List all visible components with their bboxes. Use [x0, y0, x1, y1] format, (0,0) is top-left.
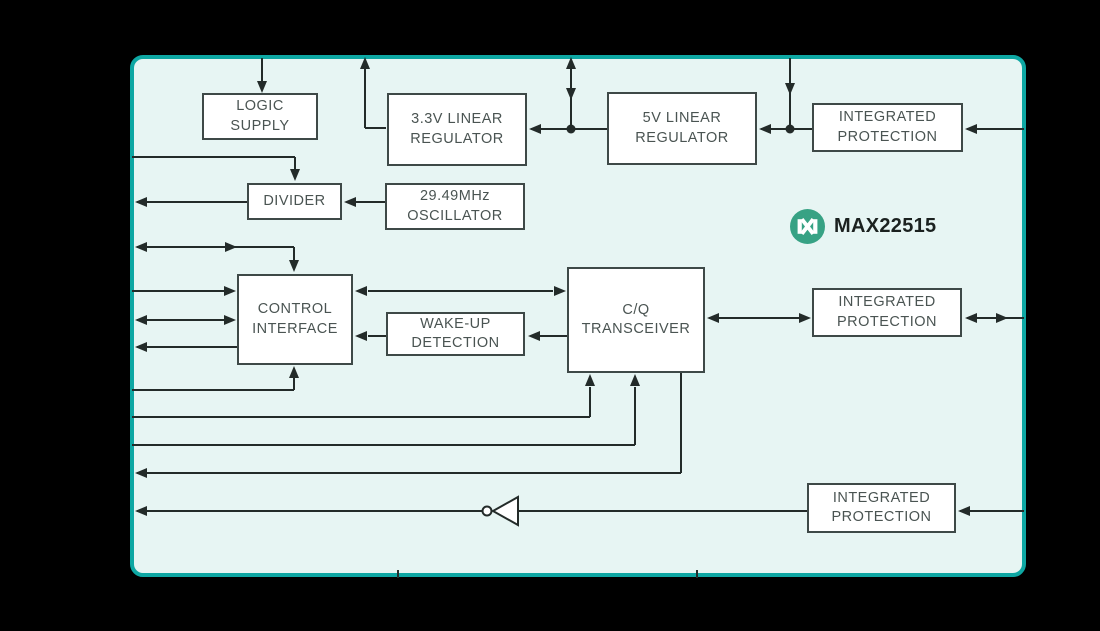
block-label: C/Q TRANSCEIVER — [581, 301, 691, 337]
top-pin-connectors — [257, 57, 795, 129]
part-number: MAX22515 — [834, 215, 937, 237]
block-5v-linear-regulator: 5V LINEAR REGULATOR — [607, 92, 757, 165]
block-control-interface: CONTROL INTERFACE — [237, 274, 353, 365]
block-label: WAKE-UP DETECTION — [411, 315, 500, 351]
block-label: CONTROL INTERFACE — [252, 301, 338, 337]
block-label: INTEGRATED PROTECTION — [837, 109, 938, 145]
block-label: 3.3V LINEAR REGULATOR — [410, 111, 504, 147]
inverter-connector — [135, 495, 807, 527]
block-label: 29.49MHz OSCILLATOR — [407, 188, 503, 224]
clock-connectors — [132, 156, 385, 207]
block-divider: DIVIDER — [247, 183, 342, 220]
block-label: INTEGRATED PROTECTION — [836, 294, 938, 330]
block-label: INTEGRATED PROTECTION — [831, 489, 932, 525]
block-3v3-linear-regulator: 3.3V LINEAR REGULATOR — [387, 93, 527, 166]
bottom-pin-ticks — [397, 570, 698, 578]
block-integrated-protection-mid: INTEGRATED PROTECTION — [812, 288, 962, 337]
block-label: 5V LINEAR REGULATOR — [635, 110, 729, 146]
product-branding: MAX22515 — [790, 209, 936, 244]
inverter-gate-icon — [481, 495, 519, 527]
maxim-logo-icon — [790, 209, 825, 244]
block-label: LOGIC SUPPLY — [230, 98, 290, 134]
block-label: DIVIDER — [263, 192, 326, 209]
block-wakeup-detection: WAKE-UP DETECTION — [386, 312, 525, 356]
junction-dots — [566, 124, 795, 134]
cq-connectors — [132, 373, 682, 478]
control-interface-connectors — [132, 242, 567, 391]
block-cq-transceiver: C/Q TRANSCEIVER — [567, 267, 705, 373]
block-oscillator: 29.49MHz OSCILLATOR — [385, 183, 525, 230]
protection-connectors — [707, 313, 1024, 516]
block-integrated-protection-top: INTEGRATED PROTECTION — [812, 103, 963, 152]
block-logic-supply: LOGIC SUPPLY — [202, 93, 318, 140]
block-integrated-protection-bottom: INTEGRATED PROTECTION — [807, 483, 956, 533]
